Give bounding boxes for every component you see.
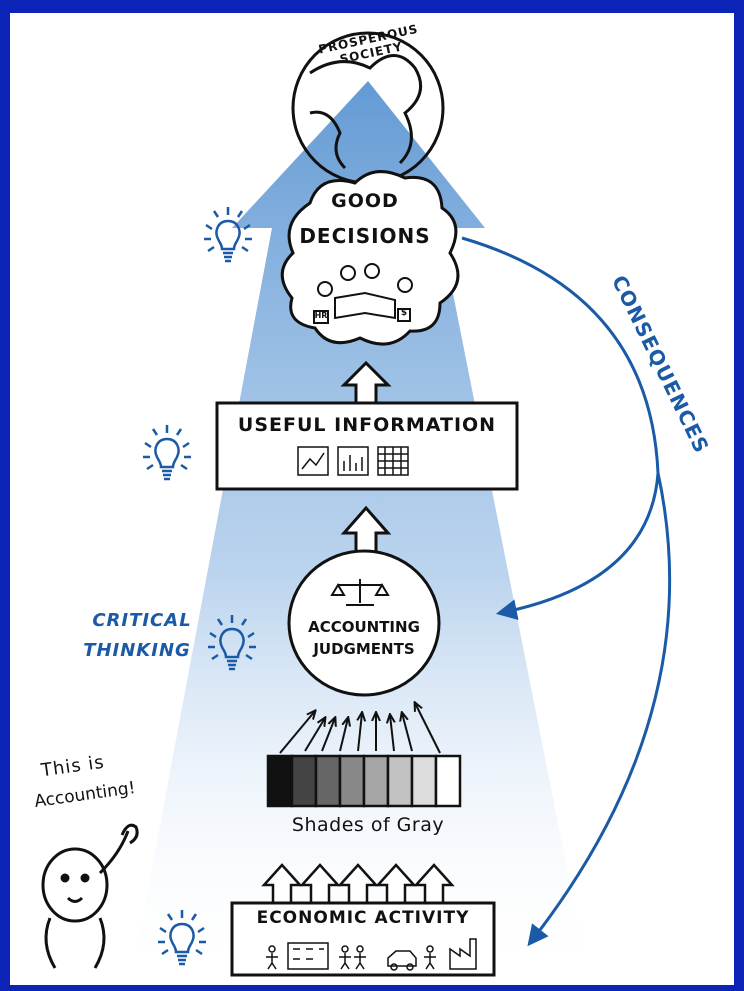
economic-activity-label: ECONOMIC ACTIVITY	[256, 908, 470, 928]
factory-icon	[449, 938, 477, 970]
building-icon	[287, 942, 329, 970]
consequences-arrows	[461, 236, 672, 947]
economic-up-arrows	[261, 863, 455, 907]
diagram-canvas: PROSPEROUS SOCIETY GOOD DECISIONS HR $ U…	[10, 13, 734, 985]
shades-of-gray-bar	[266, 754, 462, 808]
shades-of-gray-label: Shades of Gray	[291, 814, 445, 836]
good-decisions-label-1: GOOD	[331, 190, 399, 212]
dollar-tag: $	[400, 308, 408, 318]
person-icon	[266, 945, 436, 970]
chart-icon	[297, 446, 369, 476]
grid-icon	[377, 446, 409, 476]
critical-thinking-label-2: THINKING	[83, 640, 191, 661]
good-decisions-cloud	[280, 170, 460, 346]
useful-information-label: USEFUL INFORMATION	[237, 414, 497, 436]
hr-tag: HR	[314, 311, 328, 320]
diagram-graphics	[41, 31, 672, 985]
stick-figure	[41, 823, 139, 969]
accounting-judgments-label-1: ACCOUNTING	[308, 618, 420, 636]
critical-thinking-label-1: CRITICAL	[92, 610, 192, 631]
accounting-judgments-circle	[287, 549, 441, 697]
accounting-judgments-label-2: JUDGMENTS	[313, 640, 415, 658]
good-decisions-label-2: DECISIONS	[299, 224, 431, 248]
lightbulb-icon	[143, 207, 256, 966]
up-arrow-1	[340, 360, 392, 405]
people-reading-icon	[313, 263, 413, 324]
car-icon	[387, 950, 417, 971]
gray-arrows	[279, 703, 441, 754]
scale-icon	[330, 579, 390, 606]
